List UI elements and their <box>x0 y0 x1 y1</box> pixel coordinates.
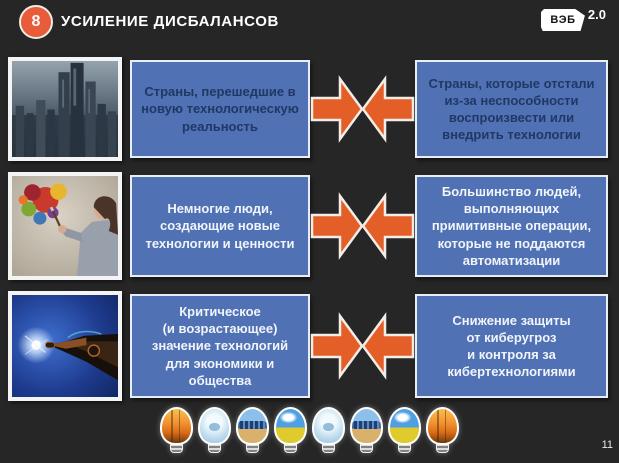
arrows-converging-icon <box>310 73 415 145</box>
lightbulb-icon <box>236 407 269 453</box>
futuristic-city-art <box>12 61 118 157</box>
lightbulb-icon <box>388 407 421 453</box>
lightbulb-icon <box>426 407 459 453</box>
artist-painting-art <box>12 176 118 276</box>
lightbulb-icon <box>160 407 193 453</box>
row1-right-textbox: Страны, которые отстали из-за неспособно… <box>415 60 608 158</box>
row1-left-textbox: Страны, перешедшие в новую технологическ… <box>130 60 310 158</box>
veb-logo-flag-icon: ВЭБ <box>540 9 585 31</box>
arrows-converging-icon <box>310 190 415 262</box>
veb-logo-version: 2.0 <box>587 7 606 22</box>
robotic-hand-art <box>12 295 118 397</box>
imbalance-row-people: Немногие люди, создающие новые технологи… <box>0 170 619 282</box>
lightbulb-icon <box>312 407 345 453</box>
veb-logo: ВЭБ 2.0 <box>540 7 606 33</box>
veb-logo-text: ВЭБ <box>550 14 576 26</box>
slide-number: 8 <box>31 13 41 30</box>
row2-left-textbox: Немногие люди, создающие новые технологи… <box>130 175 310 277</box>
row3-left-textbox: Критическое (и возрастающее) значение те… <box>130 294 310 398</box>
lightbulb-icon <box>198 407 231 453</box>
row3-right-textbox: Снижение защиты от киберугроз и контроля… <box>415 294 608 398</box>
futuristic-city-image <box>8 57 122 161</box>
lightbulb-icon <box>274 407 307 453</box>
imbalance-row-countries: Страны, перешедшие в новую технологическ… <box>0 55 619 163</box>
page-title: УСИЛЕНИЕ ДИСБАЛАНСОВ <box>61 13 279 30</box>
slide-number-badge: 8 <box>19 5 53 39</box>
page-number: 11 <box>601 439 613 451</box>
imbalance-row-technology: Критическое (и возрастающее) значение те… <box>0 289 619 403</box>
lightbulb-icon <box>350 407 383 453</box>
energy-lightbulbs-strip <box>0 407 619 459</box>
slide-header: 8 УСИЛЕНИЕ ДИСБАЛАНСОВ ВЭБ 2.0 <box>0 0 619 48</box>
artist-painting-image <box>8 172 122 280</box>
robotic-hand-image <box>8 291 122 401</box>
row2-right-textbox: Большинство людей, выполняющих примитивн… <box>415 175 608 277</box>
arrows-converging-icon <box>310 310 415 382</box>
